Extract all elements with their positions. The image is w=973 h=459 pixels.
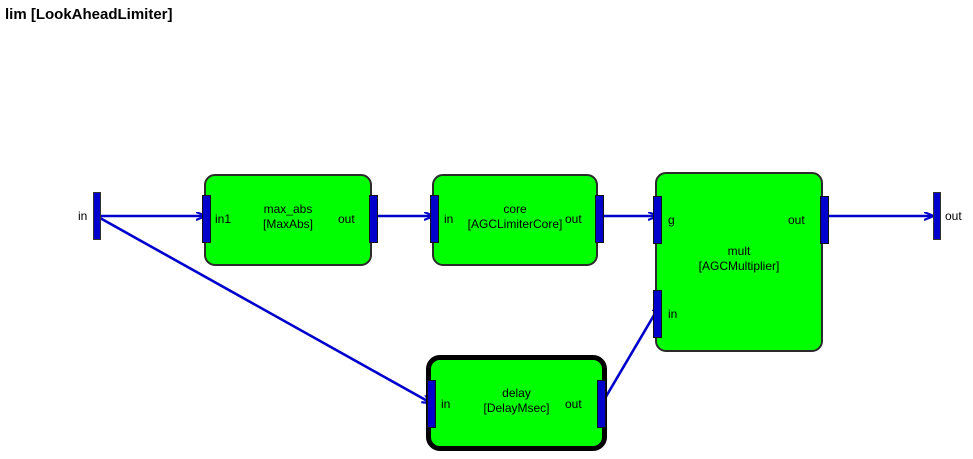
port-mult-in-label: in [668,307,678,321]
port-max_abs-out[interactable] [369,195,378,243]
block-mult-type: [AGCMultiplier] [698,259,780,273]
wire-delay-to-mult-in [602,305,660,401]
port-max_abs-in1[interactable] [202,195,211,243]
block-delay[interactable]: in out delay [DelayMsec] [426,355,607,451]
port-mult-in[interactable] [653,290,662,338]
port-mult-out[interactable] [820,196,829,244]
port-core-out-label: out [565,212,582,226]
port-core-in[interactable] [430,195,439,243]
block-core[interactable]: in out core [AGCLimiterCore] [430,174,604,266]
port-delay-out[interactable] [597,380,606,428]
terminal-out[interactable] [933,192,941,240]
port-mult-g-label: g [668,213,675,227]
port-delay-in-label: in [441,397,451,411]
port-core-in-label: in [444,212,454,226]
block-max_abs[interactable]: in1 out max_abs [MaxAbs] [202,174,378,266]
terminal-in-label: in [78,209,88,223]
page-title: lim [LookAheadLimiter] [5,6,173,23]
block-mult-name: mult [727,244,751,258]
terminal-out-label: out [945,209,962,223]
port-delay-out-label: out [565,397,582,411]
port-mult-g[interactable] [653,196,662,244]
block-mult[interactable]: g in out mult [AGCMultiplier] [653,172,829,352]
port-max_abs-in1-label: in1 [215,212,232,226]
port-delay-in[interactable] [427,380,436,428]
port-mult-out-label: out [788,213,805,227]
port-max_abs-out-label: out [338,212,355,226]
port-core-out[interactable] [595,195,604,243]
terminal-in[interactable] [93,192,101,240]
